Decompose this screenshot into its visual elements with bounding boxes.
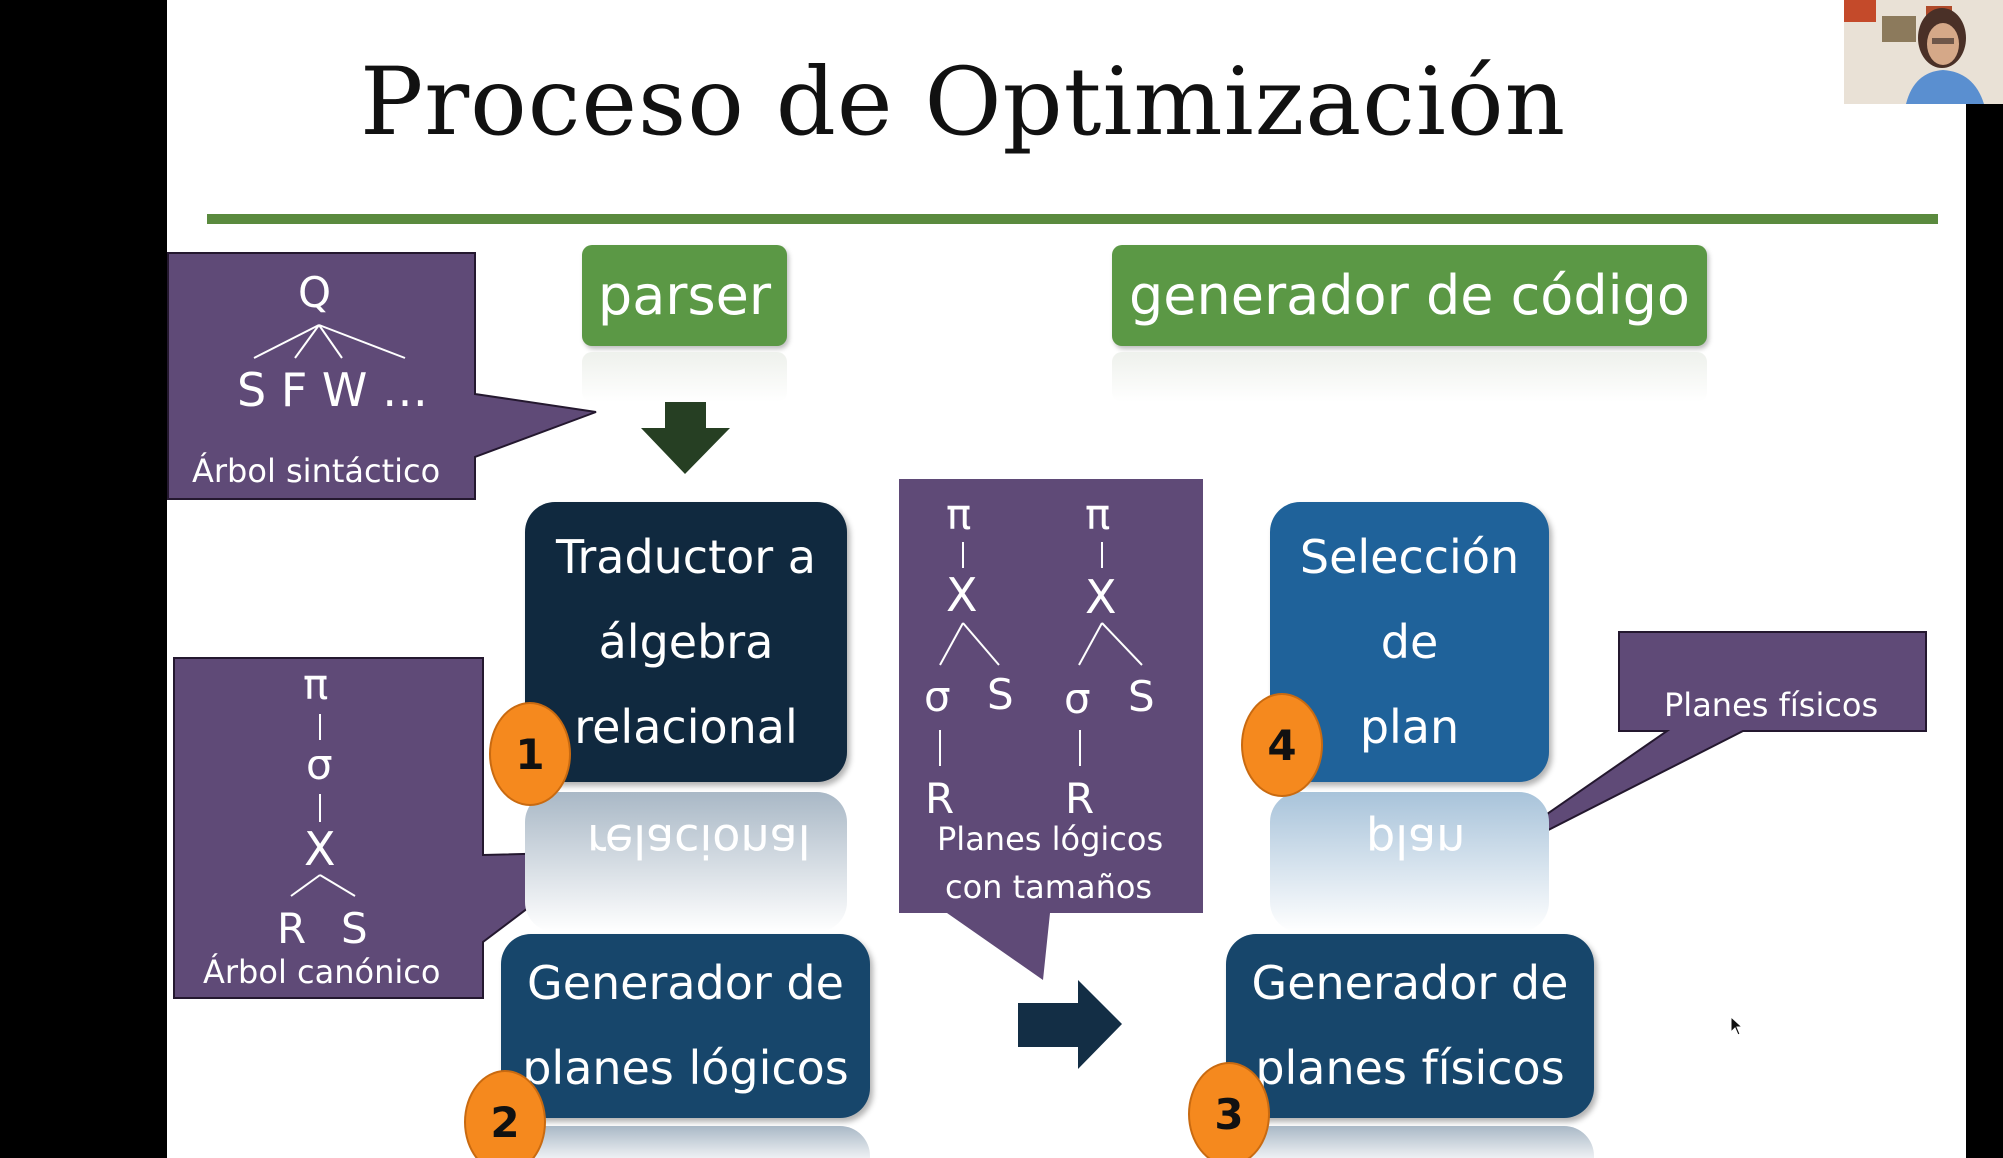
seleccion-reflection: plan [1270,792,1549,932]
parser-box: parser [582,245,787,346]
presenter-avatar [1844,0,2003,104]
logicos-t1-s: S [987,670,1014,719]
traductor-box: Traductor a álgebra relacional [525,502,847,782]
logicos-t2-pi: π [1085,490,1111,539]
sintactico-root: Q [298,268,332,317]
callout-planes-fisicos [1455,631,1927,878]
generador-codigo-label: generador de código [1129,264,1690,327]
logicos-label-2: con tamaños [945,868,1153,906]
generador-logicos-box: Generador de planes lógicos [501,934,870,1118]
title-underline [207,214,1938,224]
parser-reflection [582,352,787,402]
seleccion-box: Selección de plan [1270,502,1549,782]
logicos-t1-r: R [925,774,955,823]
slide-title: Proceso de Optimización [360,48,1567,157]
canonico-sigma: σ [306,740,333,789]
canonico-r: R [277,904,307,953]
logicos-t2-r: R [1065,774,1095,823]
logicos-t1-x: X [946,568,978,622]
logicos-t2-x: X [1085,570,1117,624]
left-letterbox [0,0,167,1158]
slide: Proceso de Optimización parser generador… [167,0,1966,1158]
logicos-t1-pi: π [946,490,972,539]
right-letterbox [1966,0,2003,1158]
logicos-t2-s: S [1128,672,1155,721]
generador-fisicos-line-2: planes físicos [1255,1041,1565,1095]
seleccion-line-2: de [1380,615,1439,669]
callout-planes-logicos [899,479,1203,980]
generador-fisicos-reflection [1226,1126,1594,1158]
logicos-label-1: Planes lógicos [937,820,1164,858]
step-badge-4: 4 [1241,693,1323,797]
traductor-reflection: relacional [525,792,847,932]
arrow-right-generators [1018,980,1122,1069]
canonico-pi: π [303,660,329,709]
sintactico-label: Árbol sintáctico [192,452,441,490]
fisicos-label: Planes físicos [1664,686,1879,724]
canonico-label: Árbol canónico [203,953,441,991]
tree-edges [253,324,1143,897]
generador-logicos-line-1: Generador de [527,956,844,1010]
mouse-cursor-icon [1731,1017,1744,1036]
arrow-down-parser [641,372,730,474]
step-badge-3: 3 [1188,1062,1270,1158]
seleccion-line-3: plan [1359,700,1460,754]
traductor-line-2: álgebra [598,615,774,669]
step-badge-1: 1 [489,702,571,806]
diagram-shapes [167,252,1927,1069]
traductor-line-3: relacional [574,700,798,754]
parser-label: parser [597,264,772,327]
generador-codigo-box: generador de código [1112,245,1707,346]
generador-fisicos-line-1: Generador de [1251,956,1569,1010]
generador-codigo-reflection [1112,352,1707,402]
logicos-t1-sigma: σ [924,672,951,721]
generador-logicos-reflection [501,1126,870,1158]
generador-logicos-line-2: planes lógicos [522,1041,849,1095]
canonico-s: S [341,904,368,953]
traductor-line-1: Traductor a [556,530,816,584]
step-badge-2: 2 [464,1070,546,1158]
webcam-thumbnail [1844,0,2003,104]
callout-arbol-sintactico [167,252,597,500]
canonico-x: X [304,822,336,876]
generador-fisicos-box: Generador de planes físicos [1226,934,1594,1118]
logicos-t2-sigma: σ [1064,674,1091,723]
sintactico-children: S F W … [237,363,429,417]
seleccion-line-1: Selección [1299,530,1520,584]
